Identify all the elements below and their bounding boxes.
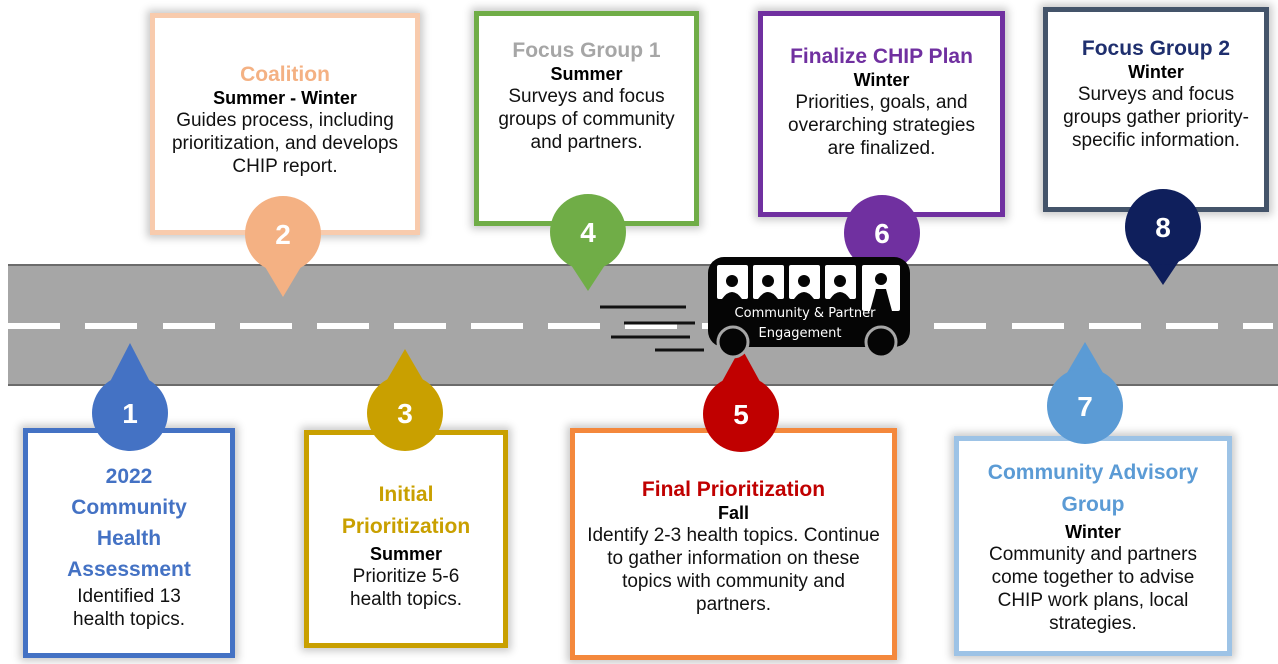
step-number-6: 6: [874, 218, 890, 249]
lane-dash: [1012, 323, 1064, 329]
pin-circle: [550, 194, 626, 270]
lane-dash: [548, 323, 600, 329]
lane-dash: [1243, 323, 1273, 329]
step-title-2: Coalition: [240, 63, 330, 86]
bus-label-line2: Engagement: [759, 326, 842, 341]
lane-dash: [1166, 323, 1218, 329]
pin-circle: [1047, 368, 1123, 444]
lane-dash: [240, 323, 292, 329]
pin-3: 3: [367, 349, 443, 451]
lane-dash: [625, 323, 677, 329]
lane-dash: [1089, 323, 1141, 329]
step-title-1: 2022 Community Health Assessment: [67, 465, 191, 581]
step-season-3: Summer: [369, 544, 443, 564]
step-description-6: Priorities, goals, and overarching strat…: [788, 92, 975, 159]
step-number-4: 4: [580, 217, 596, 248]
bus-icon: Community & Partner Engagement: [708, 257, 910, 359]
step-title-5: Final Prioritization: [641, 478, 826, 501]
pin-5: 5: [703, 347, 779, 452]
step-number-7: 7: [1077, 391, 1093, 422]
pin-1: 1: [92, 343, 168, 451]
step-description-2: Guides process, including prioritization…: [171, 110, 399, 177]
step-description-7: Community and partners come together to …: [988, 544, 1198, 634]
step-description-4: Surveys and focus groups of community an…: [498, 86, 675, 153]
step-number-1: 1: [122, 398, 138, 429]
step-card-3: Initial Prioritization Summer Prioritize…: [304, 430, 508, 648]
step-number-8: 8: [1155, 212, 1171, 243]
step-card-4: Focus Group 1 Summer Surveys and focus g…: [474, 11, 699, 226]
pin-2: 2: [245, 196, 321, 297]
step-season-6: Winter: [853, 70, 910, 90]
step-title-6: Finalize CHIP Plan: [790, 45, 973, 68]
pin-circle: [703, 376, 779, 452]
step-card-6: Finalize CHIP Plan Winter Priorities, go…: [758, 11, 1005, 217]
step-number-3: 3: [397, 398, 413, 429]
pin-7: 7: [1047, 342, 1123, 444]
pin-layer: 1 2 3 4 5 6 7 8: [92, 189, 1201, 452]
pin-8: 8: [1125, 189, 1201, 285]
step-season-8: Winter: [1128, 62, 1184, 82]
step-title-3: Initial Prioritization: [341, 483, 471, 538]
lane-dash: [934, 323, 986, 329]
step-season-7: Winter: [1065, 522, 1121, 542]
pin-circle: [844, 195, 920, 271]
step-description-5: Identify 2-3 health topics. Continue to …: [587, 525, 880, 615]
step-number-5: 5: [733, 399, 749, 430]
pin-circle: [92, 375, 168, 451]
step-number-2: 2: [275, 219, 291, 250]
lane-dash: [163, 323, 215, 329]
lane-dash: [85, 323, 137, 329]
step-season-5: Fall: [717, 503, 749, 523]
lane-dash: [8, 323, 60, 329]
pin-circle: [245, 196, 321, 272]
step-description-8: Surveys and focus groups gather priority…: [1063, 84, 1249, 151]
pin-circle: [1125, 189, 1201, 265]
step-title-7: Community Advisory Group: [987, 461, 1199, 516]
road: [8, 264, 1278, 386]
step-description-1: Identified 13 health topics.: [73, 586, 185, 630]
bus-label-line1: Community & Partner: [735, 306, 877, 321]
step-description-3: Prioritize 5-6 health topics.: [350, 566, 462, 610]
step-title-8: Focus Group 2: [1081, 37, 1231, 60]
step-season-2: Summer - Winter: [213, 88, 357, 108]
lane-dash: [317, 323, 369, 329]
lane-dash: [394, 323, 446, 329]
pin-circle: [367, 375, 443, 451]
step-title-4: Focus Group 1: [512, 39, 661, 62]
speed-lines: [600, 305, 704, 352]
lane-dash: [471, 323, 523, 329]
step-season-4: Summer: [550, 64, 623, 84]
pin-4: 4: [550, 194, 626, 291]
